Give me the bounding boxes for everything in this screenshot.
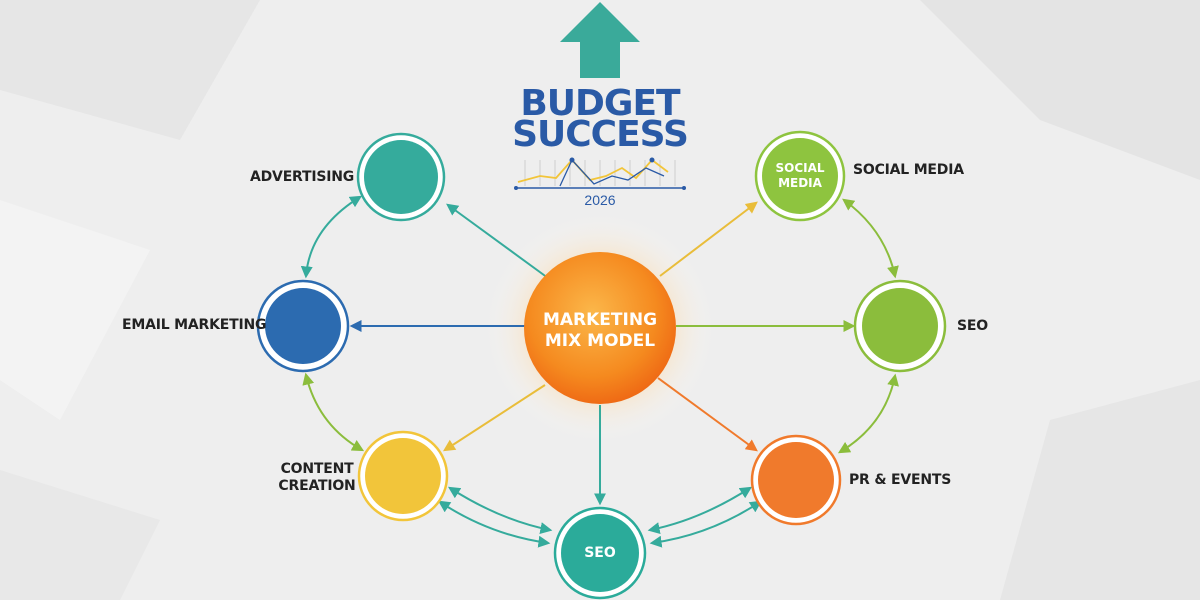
node-pr-events xyxy=(750,434,842,526)
connector-seo-pr-a xyxy=(649,500,763,548)
center-label-line-2: MIX MODEL xyxy=(544,331,656,351)
title-block: BUDGET SUCCESS 2026 xyxy=(470,0,730,215)
label-advertising: ADVERTISING xyxy=(250,169,355,185)
label-content-creation-line-2: CREATION xyxy=(278,478,356,494)
inner-label-social-line-2: MEDIA xyxy=(778,176,822,190)
node-email-marketing xyxy=(256,279,350,373)
center-node xyxy=(524,252,676,404)
label-seo-right: SEO xyxy=(957,318,988,334)
connector-content-seo-a xyxy=(437,500,551,548)
connector-email-content xyxy=(302,372,365,452)
inner-label-social-line-1: SOCIAL xyxy=(775,161,825,175)
connector-seo-pr xyxy=(837,373,899,454)
center-label: MARKETING MIX MODEL xyxy=(520,310,680,352)
connector-seo-pr-b xyxy=(647,486,753,534)
connector-content-seo-b xyxy=(447,486,553,534)
center-label-line-1: MARKETING xyxy=(542,310,658,330)
connector-social-seo xyxy=(842,198,899,279)
spoke-social xyxy=(659,201,758,277)
year-label: 2026 xyxy=(584,192,616,208)
node-social-media xyxy=(754,130,846,222)
label-content-creation: CONTENT CREATION xyxy=(277,461,357,495)
sparkline-icon xyxy=(514,157,686,190)
label-pr-events: PR & EVENTS xyxy=(849,472,952,488)
title-line-1: BUDGET xyxy=(520,83,680,124)
spoke-advertising xyxy=(446,203,549,279)
spoke-pr xyxy=(657,377,758,452)
node-seo-right xyxy=(853,279,947,373)
node-advertising xyxy=(356,132,446,222)
node-content-creation xyxy=(357,430,449,522)
inner-label-social-media: SOCIAL MEDIA xyxy=(760,161,840,191)
up-arrow-icon xyxy=(560,2,640,78)
connector-advertising-email xyxy=(300,195,363,279)
label-email-marketing: EMAIL MARKETING xyxy=(122,317,267,333)
spoke-content xyxy=(442,384,546,452)
node-seo-bottom xyxy=(553,506,647,600)
label-social-media: SOCIAL MEDIA xyxy=(853,162,964,178)
label-content-creation-line-1: CONTENT xyxy=(280,461,354,477)
title-line-2: SUCCESS xyxy=(512,114,689,155)
inner-label-seo: SEO xyxy=(584,545,616,561)
